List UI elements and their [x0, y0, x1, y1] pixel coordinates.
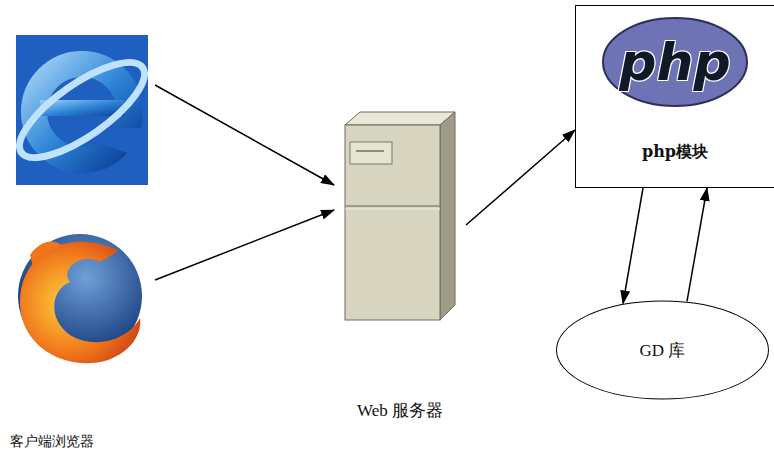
module-label: php模块: [576, 142, 774, 163]
arrow-connector: [155, 210, 334, 280]
server-node: Web 服务器: [334, 110, 466, 422]
firefox-icon: [16, 218, 142, 375]
ie-icon: [6, 35, 157, 185]
gd-library-ellipse: GD 库: [555, 300, 770, 400]
client-group: 客户端浏览器: [8, 30, 155, 455]
gd-label: GD 库: [555, 339, 770, 362]
firefox-fox: [20, 242, 140, 364]
ie-orbit: [6, 46, 157, 173]
arrow-connector: [466, 130, 575, 225]
arrow-connector: [155, 85, 334, 185]
php-logo-text: php: [576, 32, 774, 92]
arrow-connector: [623, 188, 643, 303]
server-label: Web 服务器: [334, 399, 466, 422]
firefox-ear: [30, 241, 62, 270]
ie-letter-gap: [104, 128, 148, 160]
group-label: 客户端浏览器: [10, 433, 94, 451]
server-illustration: [345, 112, 455, 320]
php-module-box: php php模块: [575, 5, 774, 188]
arrow-connector: [687, 188, 707, 301]
ie-background: [16, 35, 148, 185]
